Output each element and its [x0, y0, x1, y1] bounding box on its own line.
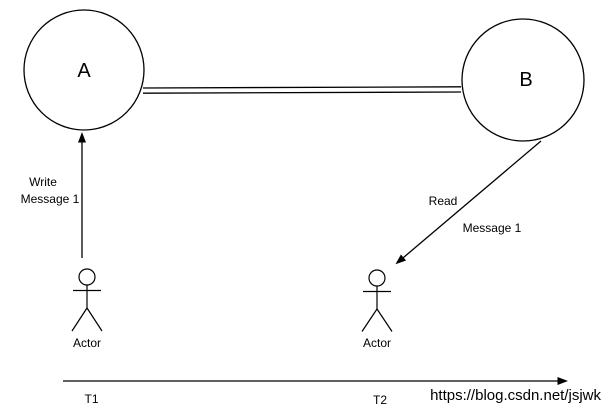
watermark: https://blog.csdn.net/jsjwk [430, 387, 601, 404]
actor-right-figure [361, 269, 393, 332]
channel-double-line [142, 86, 462, 94]
write-label-line2: Message 1 [21, 192, 80, 206]
read-arrow [395, 140, 542, 265]
actor-left-label: Actor [73, 336, 101, 350]
node-a-label: A [77, 60, 91, 82]
node-b-label: B [519, 69, 532, 91]
read-label-line2: Message 1 [463, 221, 522, 235]
node-a-circle [23, 9, 145, 131]
write-label-line1: Write [29, 175, 57, 189]
read-label-line1: Read [429, 194, 458, 208]
timeline-t1-label: T1 [84, 392, 98, 406]
timeline-t2-label: T2 [373, 393, 387, 407]
node-b-circle [461, 18, 585, 142]
actor-left-figure [71, 268, 103, 332]
actor-right-label: Actor [363, 336, 391, 350]
